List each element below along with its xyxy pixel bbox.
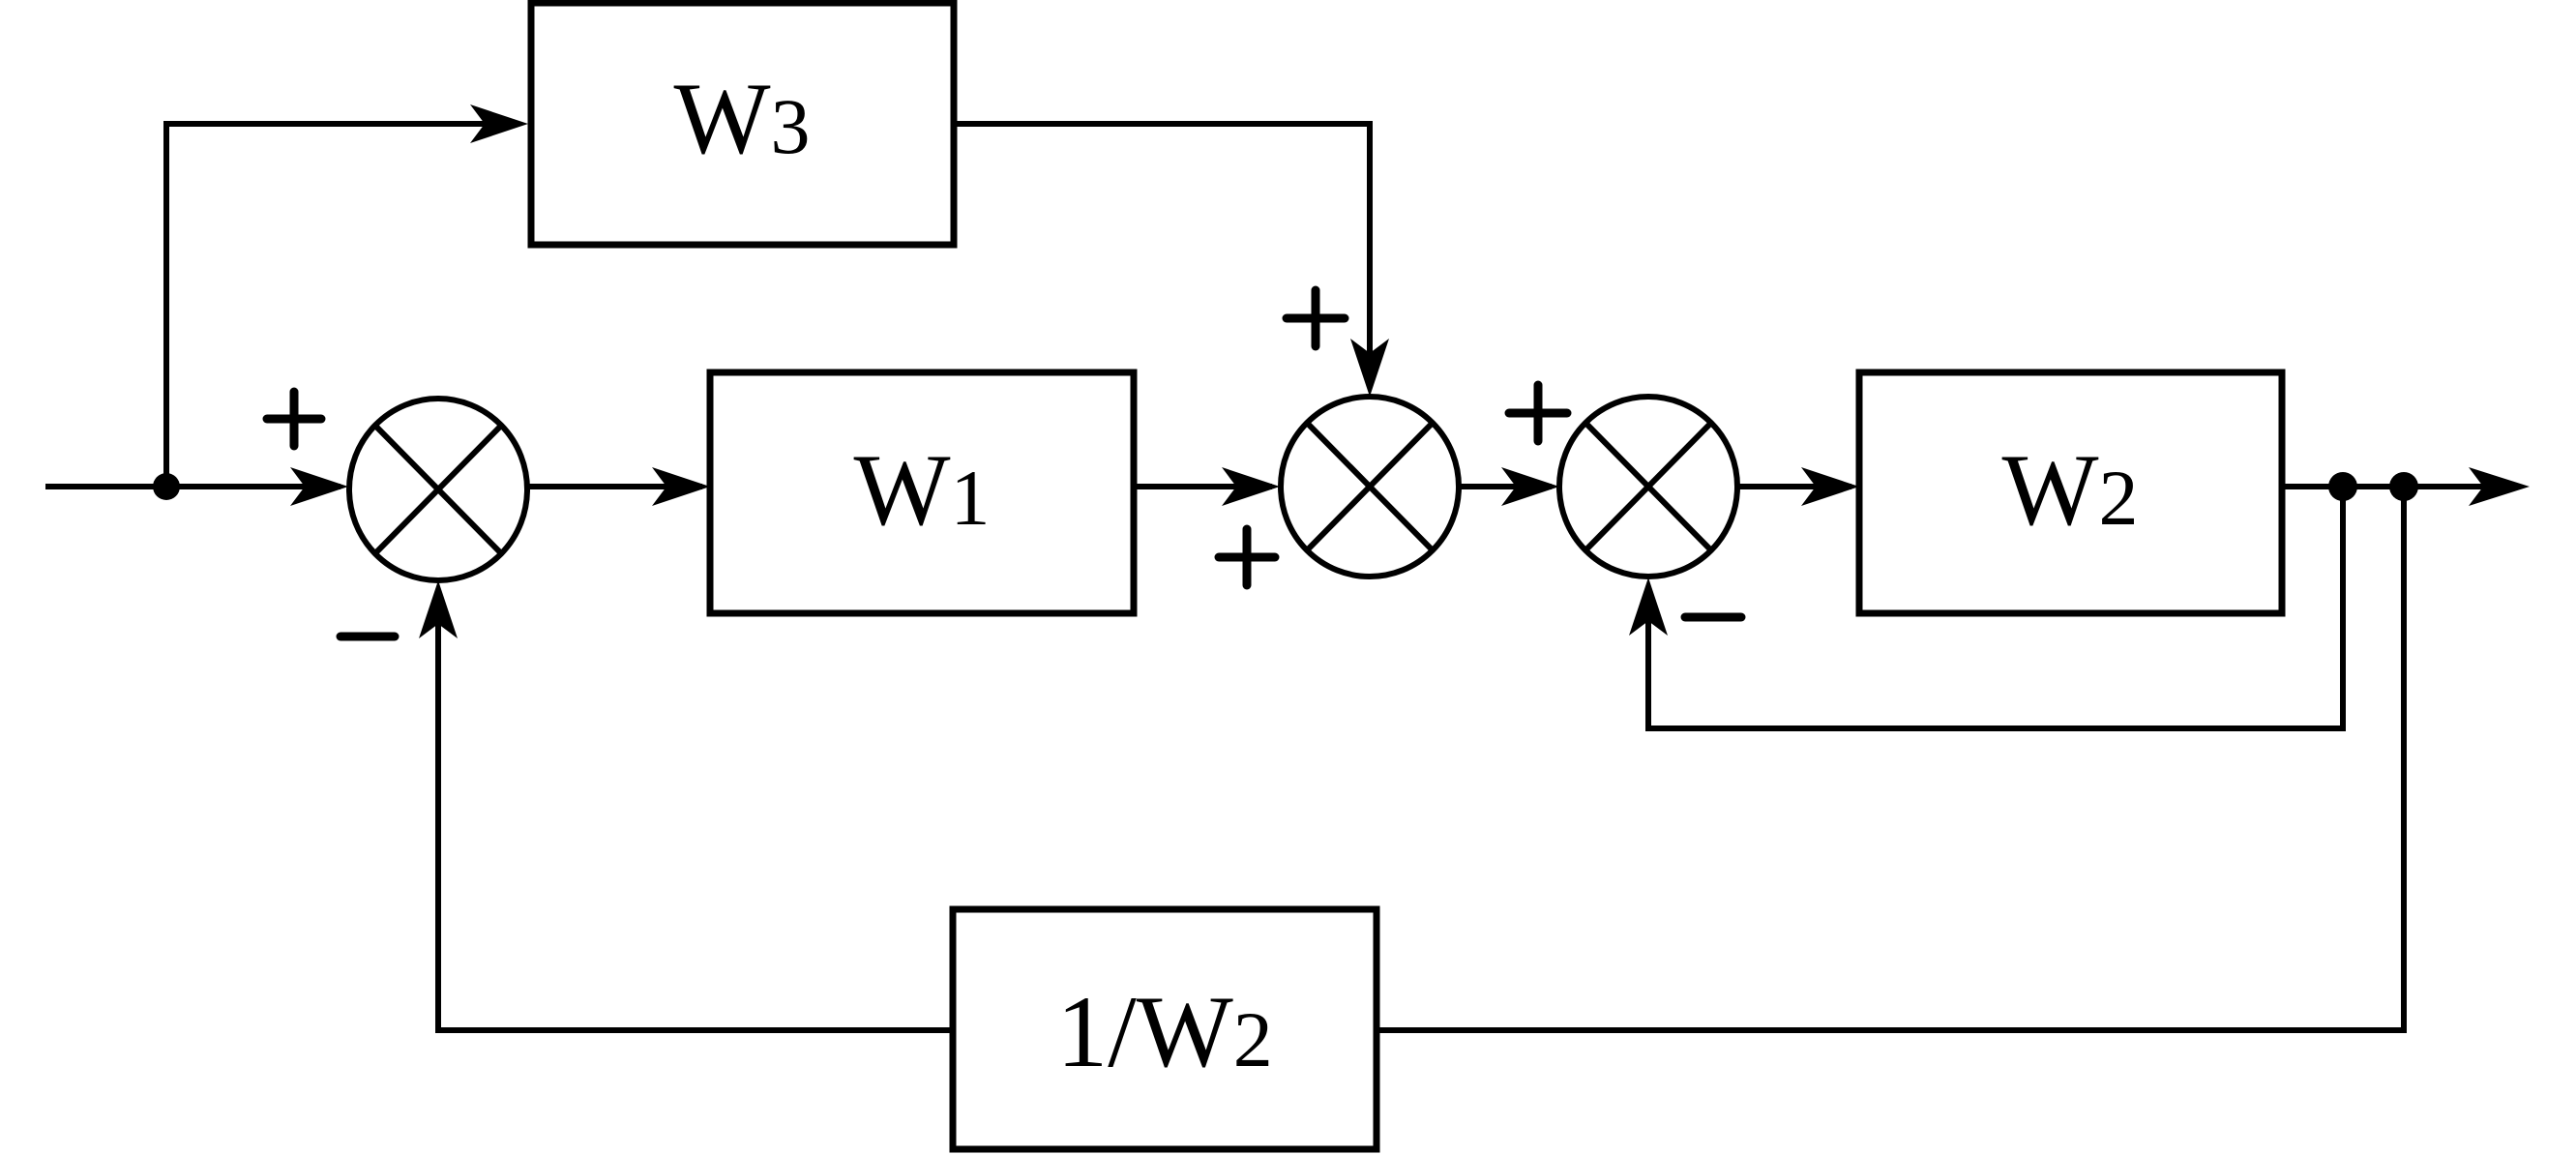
- summing-junction-2: [1278, 394, 1462, 579]
- block-inverse-w2: 1/W2: [949, 905, 1380, 1153]
- block-w3: W3: [527, 0, 958, 249]
- arrowhead-into-w1: [652, 467, 710, 506]
- block-w2-label: W2: [2001, 433, 2138, 547]
- arrowhead-into-sum3-left: [1501, 467, 1559, 506]
- arrowhead-into-sum2-left: [1222, 467, 1280, 506]
- output-branch-point-outer: [2389, 472, 2418, 501]
- block-w3-label: W3: [673, 62, 810, 175]
- sum3-plus-sign: [1504, 380, 1572, 446]
- output-branch-point-inner: [2328, 472, 2357, 501]
- input-branch-point: [153, 473, 180, 500]
- block-inverse-w2-label: 1/W2: [1056, 975, 1273, 1088]
- sum2-plus-sign-left: [1214, 524, 1280, 590]
- outer-feedback-line-to-invw2: [1377, 487, 2407, 1033]
- arrowhead-into-w2: [1801, 467, 1859, 506]
- sum1-plus-sign: [262, 387, 326, 451]
- summing-junction-1: [346, 396, 530, 583]
- inner-feedback-line: [1645, 487, 2346, 731]
- arrowhead-into-sum2-top: [1350, 339, 1389, 397]
- feedforward-line-to-w3: [163, 121, 518, 487]
- arrowhead-into-sum1: [290, 467, 348, 506]
- arrowhead-into-w3: [470, 104, 528, 143]
- block-w2: W2: [1855, 369, 2286, 617]
- block-w1-label: W1: [853, 433, 990, 547]
- arrowhead-into-sum3-bottom: [1629, 578, 1668, 636]
- w3-output-line: [954, 121, 1373, 387]
- invw2-to-sum1-line: [435, 592, 953, 1033]
- sum2-plus-sign-top: [1282, 285, 1349, 351]
- summing-junction-3: [1556, 394, 1740, 579]
- block-w1: W1: [706, 369, 1138, 617]
- arrowhead-into-sum1-bottom: [419, 580, 458, 638]
- arrowhead-output: [2469, 467, 2530, 506]
